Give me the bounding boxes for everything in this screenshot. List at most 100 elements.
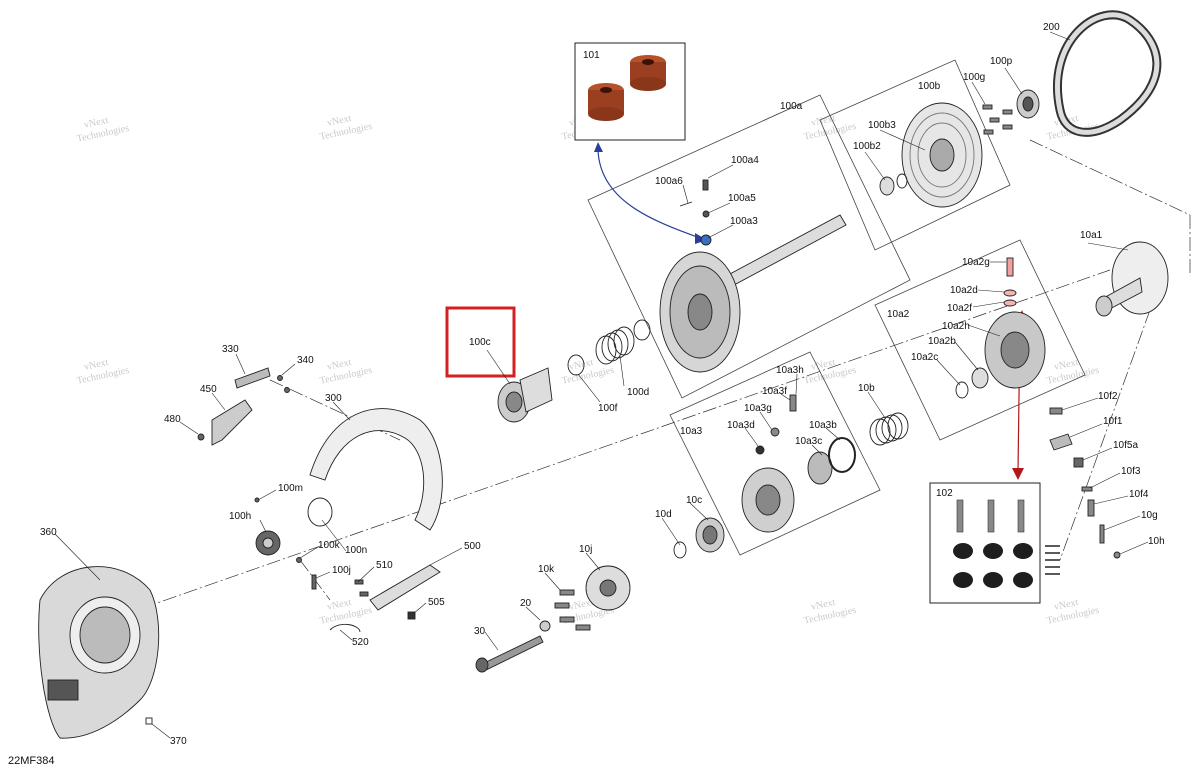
arrow-head-up-icon [594,142,603,152]
label-10f3: 10f3 [1121,466,1141,477]
drawing-code: 22MF384 [8,755,54,767]
label-10f1: 10f1 [1103,416,1123,427]
svg-text:vNext: vNext [1053,597,1079,613]
callout-arrow-101 [597,149,701,239]
label-10g: 10g [1141,510,1158,521]
weight-hardware-icon [1049,407,1121,559]
label-10k: 10k [538,564,555,575]
inset-102: 102 [929,482,1060,604]
label-100a6: 100a6 [655,176,683,187]
label-330: 330 [222,344,239,355]
bearing-icon [1016,89,1040,119]
cam-assembly-icon [741,394,856,533]
bearing-large-icon [673,517,725,559]
label-505: 505 [428,597,445,608]
spring-seat-icon [497,367,553,423]
frame-10a2 [874,239,1086,441]
label-10a3g: 10a3g [744,403,772,414]
label-100b3: 100b3 [868,120,896,131]
label-100a5: 100a5 [728,193,756,204]
label-10a3b: 10a3b [809,420,837,431]
leader-lines [54,31,1149,739]
clip-icon [329,564,441,633]
label-100a3: 100a3 [730,216,758,227]
belt-guard-icon [309,408,443,531]
label-100c: 100c [469,337,491,348]
spring-icon [595,326,635,365]
label-10a2g: 10a2g [962,257,990,268]
bolts-icon [475,589,591,673]
label-340: 340 [297,355,314,366]
label-100m: 100m [278,483,303,494]
label-10a3h: 10a3h [776,365,804,376]
label-100j: 100j [332,565,351,576]
svg-text:vNext: vNext [810,113,836,129]
label-480: 480 [164,414,181,425]
label-370: 370 [170,736,187,747]
label-10a3c: 10a3c [795,436,822,447]
svg-text:vNext: vNext [326,113,352,129]
spider-assembly-icon [955,257,1046,399]
label-10a2c: 10a2c [911,352,938,363]
label-30: 30 [474,626,486,637]
flange-icon [585,565,631,611]
label-10a2: 10a2 [887,309,910,320]
frame-100a [587,94,911,399]
part-labels: 200 100p 100g 100b 100a 100b3 100b2 100a… [40,22,1165,747]
label-10a3: 10a3 [680,426,703,437]
label-10f2: 10f2 [1098,391,1118,402]
svg-text:vNext: vNext [83,357,109,373]
label-10f5a: 10f5a [1113,440,1138,451]
secondary-spring-icon [869,412,909,446]
inset-101: 101 [574,42,686,141]
label-100a4: 100a4 [731,155,759,166]
svg-text:vNext: vNext [326,597,352,613]
label-100g: 100g [963,72,985,83]
label-100a: 100a [780,101,803,112]
subassembly-frames [587,59,1086,556]
label-450: 450 [200,384,217,395]
frame-10a3 [669,351,881,556]
washer-icon [567,319,651,376]
arrow-head-down-icon [1012,468,1024,480]
label-100p: 100p [990,56,1013,67]
parts [38,10,1169,739]
label-10b: 10b [858,383,875,394]
hub-nut-icon [255,530,281,556]
svg-text:102: 102 [936,488,953,499]
frame-100b [819,59,1011,251]
label-10a3f: 10a3f [762,386,787,397]
label-10a2f: 10a2f [947,303,972,314]
large-washer-icon [307,497,333,527]
label-100f: 100f [598,403,618,414]
label-200: 200 [1043,22,1060,33]
svg-text:vNext: vNext [568,357,594,373]
svg-text:vNext: vNext [83,115,109,131]
svg-text:vNext: vNext [810,597,836,613]
label-10a1: 10a1 [1080,230,1103,241]
svg-text:vNext: vNext [568,597,594,613]
label-520: 520 [352,637,369,648]
label-300: 300 [325,393,342,404]
label-10f4: 10f4 [1129,489,1149,500]
label-100k: 100k [318,540,341,551]
svg-text:vNext: vNext [810,357,836,373]
label-10h: 10h [1148,536,1165,547]
svg-text:vNext: vNext [1053,357,1079,373]
highlight-box-100c [445,306,516,378]
spacer-ring-icon [879,173,908,196]
label-360: 360 [40,527,57,538]
fasteners-icon [145,433,416,725]
label-510: 510 [376,560,393,571]
svg-text:101: 101 [583,50,600,61]
label-10a2d: 10a2d [950,285,978,296]
cam-pins-icon [956,499,1025,533]
engine-housing-icon [38,566,160,739]
roller-bushing-icon [588,55,666,121]
label-10j: 10j [579,544,592,555]
screws-icon [982,104,1013,135]
label-10d: 10d [655,509,672,520]
fixed-sheave-icon [901,102,983,208]
label-10a3d: 10a3d [727,420,755,431]
